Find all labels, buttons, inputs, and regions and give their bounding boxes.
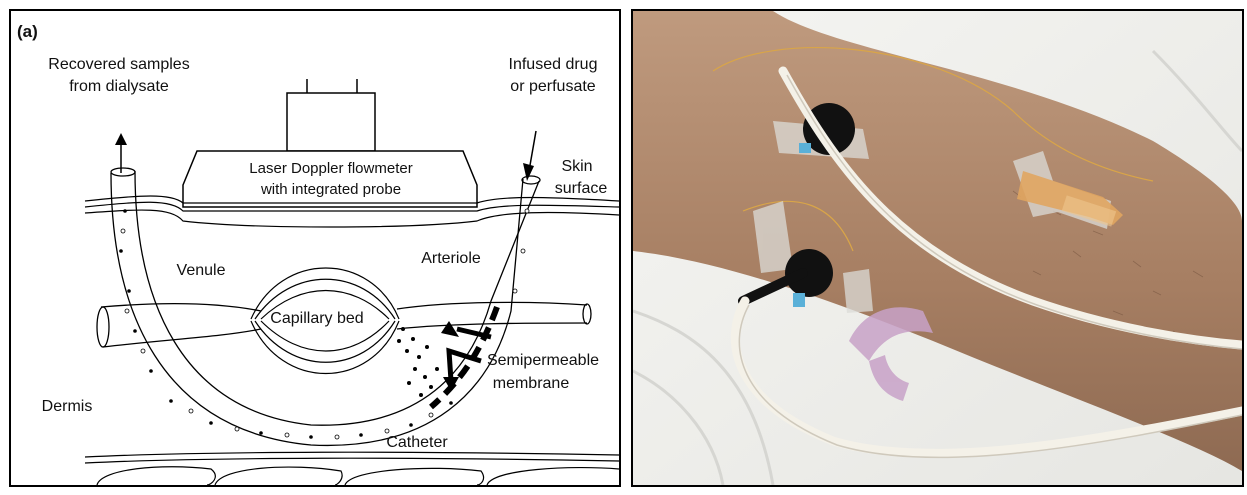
- venule-vessel: [97, 304, 261, 347]
- diffusion-dots: [397, 327, 439, 397]
- inflow-arrow: [523, 131, 536, 181]
- diagram-panel-a: (a) Recovered samples from dialysate Inf…: [9, 9, 621, 487]
- integrated-probe-label: with integrated probe: [260, 181, 401, 198]
- surface-label: surface: [555, 180, 608, 197]
- photo-panel-b: [631, 9, 1244, 487]
- skin-label: Skin: [561, 158, 592, 175]
- semipermeable-label: Semipermeable: [487, 352, 599, 369]
- catheter-tube: [111, 168, 540, 445]
- recovered-samples-label: Recovered samples: [48, 56, 189, 73]
- from-dialysate-label: from dialysate: [69, 78, 169, 95]
- infused-drug-label: Infused drug: [509, 56, 598, 73]
- subcutaneous-layer: [85, 452, 619, 485]
- flowmeter-label: Laser Doppler flowmeter: [249, 160, 412, 177]
- forearm-photo: [633, 11, 1242, 485]
- outflow-arrow: [115, 133, 127, 173]
- or-perfusate-label: or perfusate: [510, 78, 595, 95]
- catheter-label: Catheter: [386, 434, 448, 451]
- arteriole-label: Arteriole: [421, 250, 481, 267]
- microdialysis-schematic: (a) Recovered samples from dialysate Inf…: [11, 11, 619, 485]
- capillary-bed-label: Capillary bed: [270, 310, 363, 327]
- membrane-label: membrane: [493, 375, 570, 392]
- dermis-label: Dermis: [42, 398, 93, 415]
- panel-label: (a): [17, 22, 38, 41]
- venule-label: Venule: [177, 262, 226, 279]
